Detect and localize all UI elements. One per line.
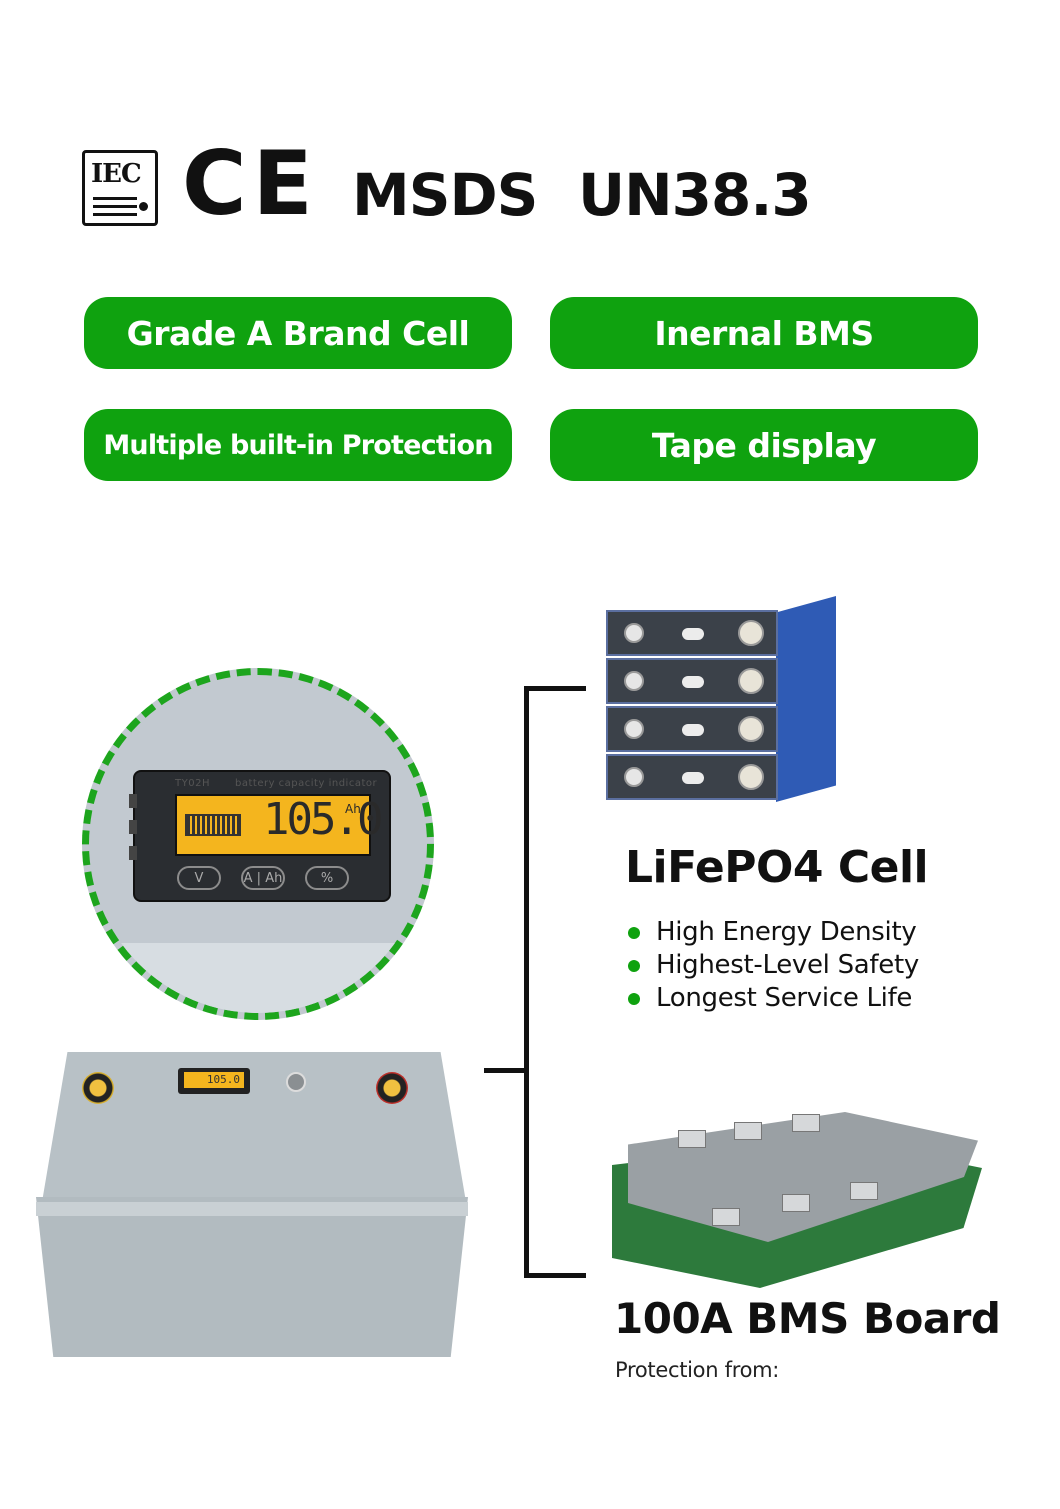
prismatic-cell (606, 658, 778, 704)
connector-line-bottom (524, 1273, 586, 1278)
list-item-text: Highest-Level Safety (656, 950, 919, 980)
panel-caption-text: battery capacity indicator (235, 778, 378, 789)
iec-logo-line (93, 213, 137, 216)
list-item-text: High Energy Density (656, 917, 917, 947)
bms-lug (734, 1122, 762, 1140)
voltage-button-label: V (194, 870, 204, 886)
lcd-capacity-value: 105.0 (263, 794, 383, 845)
panel-side-tick (129, 794, 137, 808)
bms-lug (782, 1194, 810, 1212)
list-item: Highest-Level Safety (628, 949, 919, 982)
bms-lug (712, 1208, 740, 1226)
bms-board-image (612, 1108, 994, 1288)
certification-row: IEC CE MSDS UN38.3 (82, 140, 812, 230)
bms-section-subtitle: Protection from: (615, 1358, 780, 1382)
bms-lug (850, 1182, 878, 1200)
bms-section-title: 100A BMS Board (614, 1294, 1001, 1343)
battery-level-icon (185, 814, 241, 836)
list-item: High Energy Density (628, 916, 919, 949)
capacity-display-panel: TY02H battery capacity indicator 105.0 A… (129, 770, 391, 902)
iec-logo-dot (139, 202, 148, 211)
feature-pill-label: Grade A Brand Cell (126, 313, 470, 353)
bms-lug (678, 1130, 706, 1148)
lcd-screen: 105.0 Ah (175, 794, 383, 856)
feature-pill-label: Multiple built-in Protection (103, 429, 493, 461)
iec-logo: IEC (82, 150, 158, 226)
cell-stack-side (776, 596, 836, 802)
feature-pill-label: Inernal BMS (654, 313, 874, 353)
battery-lid-band (89, 943, 427, 1013)
cell-section-title: LiFePO4 Cell (625, 842, 929, 893)
iec-logo-line (93, 197, 137, 200)
iec-logo-line (93, 205, 137, 208)
prismatic-cell (606, 610, 778, 656)
bullet-dot-icon (628, 927, 640, 939)
battery-image: 105.0 (36, 1052, 468, 1357)
feature-pill-protection: Multiple built-in Protection (84, 409, 512, 481)
bms-lug (792, 1114, 820, 1132)
un383-label: UN38.3 (578, 161, 812, 229)
connector-vertical-line (524, 686, 529, 1278)
panel-caption-model: TY02H (175, 778, 210, 789)
ce-mark: CE (182, 132, 319, 235)
connector-line-top (524, 686, 586, 691)
percent-button-label: % (320, 870, 334, 886)
vent-cap-icon (286, 1072, 306, 1092)
battery-mini-display: 105.0 (178, 1068, 250, 1094)
feature-pill-tape-display: Tape display (550, 409, 978, 481)
panel-side-tick (129, 820, 137, 834)
feature-pill-label: Tape display (651, 425, 877, 465)
list-item-text: Longest Service Life (656, 983, 913, 1013)
feature-pill-grade-a-cell: Grade A Brand Cell (84, 297, 512, 369)
msds-label: MSDS (352, 161, 538, 229)
panel-side-tick (129, 846, 137, 860)
prismatic-cell (606, 706, 778, 752)
voltage-button[interactable]: V (177, 866, 221, 890)
display-zoom-circle: TY02H battery capacity indicator 105.0 A… (82, 668, 434, 1020)
battery-seam (36, 1202, 468, 1216)
lcd-capacity-unit: Ah (345, 802, 361, 816)
percent-button[interactable]: % (305, 866, 349, 890)
iec-logo-text: IEC (91, 159, 142, 189)
current-button-label: A | Ah (243, 870, 283, 886)
bullet-dot-icon (628, 993, 640, 1005)
positive-terminal-icon (376, 1072, 408, 1104)
battery-mini-display-value: 105.0 (184, 1072, 244, 1088)
feature-pill-internal-bms: Inernal BMS (550, 297, 978, 369)
bullet-dot-icon (628, 960, 640, 972)
connector-line-middle (484, 1068, 528, 1073)
negative-terminal-icon (82, 1072, 114, 1104)
cell-stack-image (606, 596, 836, 802)
list-item: Longest Service Life (628, 982, 919, 1015)
cell-feature-list: High Energy Density Highest-Level Safety… (628, 916, 919, 1015)
battery-body (36, 1197, 468, 1357)
current-button[interactable]: A | Ah (241, 866, 285, 890)
prismatic-cell (606, 754, 778, 800)
